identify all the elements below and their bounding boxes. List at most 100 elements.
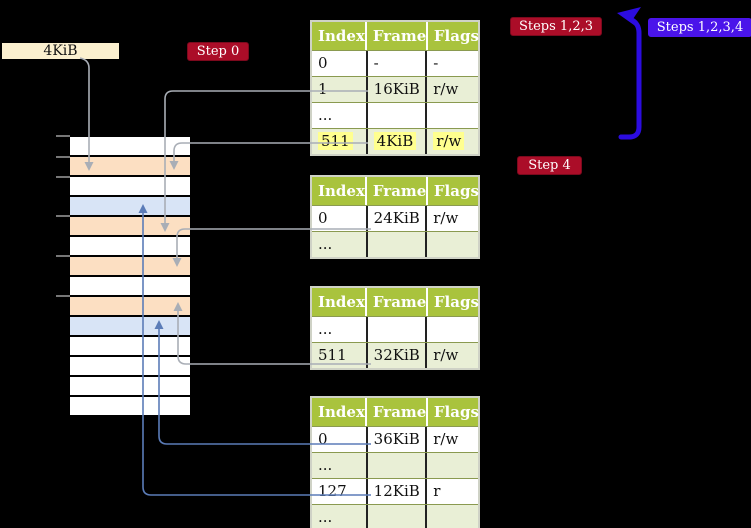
table-cell <box>368 505 428 528</box>
memory-frame-row <box>70 137 190 155</box>
table-header-cell: Index <box>312 288 367 316</box>
badge-step-0: Step 0 <box>187 42 249 61</box>
memory-frame-row <box>70 315 190 335</box>
table-cell: 12KiB <box>368 479 428 504</box>
table-header-cell: Flags <box>433 182 479 200</box>
table-cell: ... <box>312 505 368 528</box>
table-header-cell: Frame <box>367 22 428 50</box>
table-cell <box>427 505 478 528</box>
highlighted-value: 4KiB <box>373 132 417 150</box>
table-cell: 24KiB <box>368 206 428 231</box>
table-cell <box>427 103 478 128</box>
memory-tick <box>56 215 70 217</box>
table-header-cell: Frame <box>367 398 428 426</box>
highlighted-value: r/w <box>433 132 465 150</box>
memory-frame-row <box>70 235 190 255</box>
table-cell: ... <box>312 453 368 478</box>
table-cell: 36KiB <box>368 427 428 452</box>
table-cell: 0 <box>312 206 368 231</box>
table-header-cell: Frame <box>367 177 428 205</box>
table-cell <box>368 103 428 128</box>
table-cell: r/w <box>427 129 478 154</box>
table-cell <box>427 232 478 257</box>
table-cell <box>368 232 428 257</box>
table-cell: r <box>433 482 441 500</box>
memory-tick <box>56 176 70 178</box>
big-blue-arrow-shaft <box>618 17 642 140</box>
table-cell <box>427 453 478 478</box>
table-header-cell: Flags <box>433 293 479 311</box>
table-header-cell: Index <box>312 22 367 50</box>
table-cell: r/w <box>433 209 459 227</box>
table-header-cell: Index <box>312 398 367 426</box>
memory-frame-row <box>70 295 190 315</box>
badge-step-4: Step 4 <box>517 156 582 175</box>
table-row: ... <box>312 316 478 342</box>
memory-frame-row <box>70 355 190 375</box>
table-row: 0-- <box>312 50 478 76</box>
table-cell: ... <box>312 232 368 257</box>
table-cell: ... <box>312 103 368 128</box>
table-header-cell: Index <box>312 177 367 205</box>
table-row: ... <box>312 102 478 128</box>
table-row: 511 4KiB r/w <box>312 128 478 154</box>
memory-frame-row <box>70 215 190 235</box>
table-cell: 511 <box>312 129 368 154</box>
table-cell: 1 <box>312 77 368 102</box>
big-blue-arrowhead-icon <box>617 7 641 30</box>
memory-frame-row <box>70 395 190 415</box>
physical-memory-column <box>70 137 190 415</box>
table-row: ... <box>312 231 478 257</box>
table-cell <box>427 317 478 342</box>
table-cell: 32KiB <box>368 343 428 368</box>
memory-tick <box>56 295 70 297</box>
table-cell: r/w <box>433 80 459 98</box>
table-row: ... <box>312 452 478 478</box>
table-cell: r/w <box>433 346 459 364</box>
badge-steps-1-2-3: Steps 1,2,3 <box>510 17 602 36</box>
memory-frame-row <box>70 275 190 295</box>
table-cell <box>368 453 428 478</box>
table-row: ... <box>312 504 478 528</box>
table-header-cell: Flags <box>433 27 479 45</box>
badge-steps-1-2-3-4: Steps 1,2,3,4 <box>648 18 751 37</box>
table-cell <box>368 317 428 342</box>
memory-tick <box>56 135 70 137</box>
table-cell: 127 <box>312 479 368 504</box>
table-cell: 16KiB <box>368 77 428 102</box>
table-cell: 4KiB <box>368 129 428 154</box>
memory-tick <box>56 156 70 158</box>
highlighted-value: 511 <box>318 132 353 150</box>
table-cell: ... <box>312 317 368 342</box>
memory-frame-row <box>70 155 190 175</box>
table-cell: 511 <box>312 343 368 368</box>
table-header-cell: Frame <box>367 288 428 316</box>
memory-frame-row <box>70 375 190 395</box>
memory-frame-row <box>70 175 190 195</box>
mem-size-label: 4KiB <box>2 43 119 59</box>
table-cell: - <box>368 51 428 76</box>
table-cell: 0 <box>312 51 368 76</box>
memory-frame-row <box>70 255 190 275</box>
memory-frame-row <box>70 335 190 355</box>
memory-tick <box>56 255 70 257</box>
big-blue-arrow <box>617 7 642 140</box>
memory-frame-row <box>70 195 190 215</box>
table-header-cell: Flags <box>433 403 479 421</box>
table-cell: r/w <box>433 430 459 448</box>
table-cell: - <box>433 54 439 72</box>
